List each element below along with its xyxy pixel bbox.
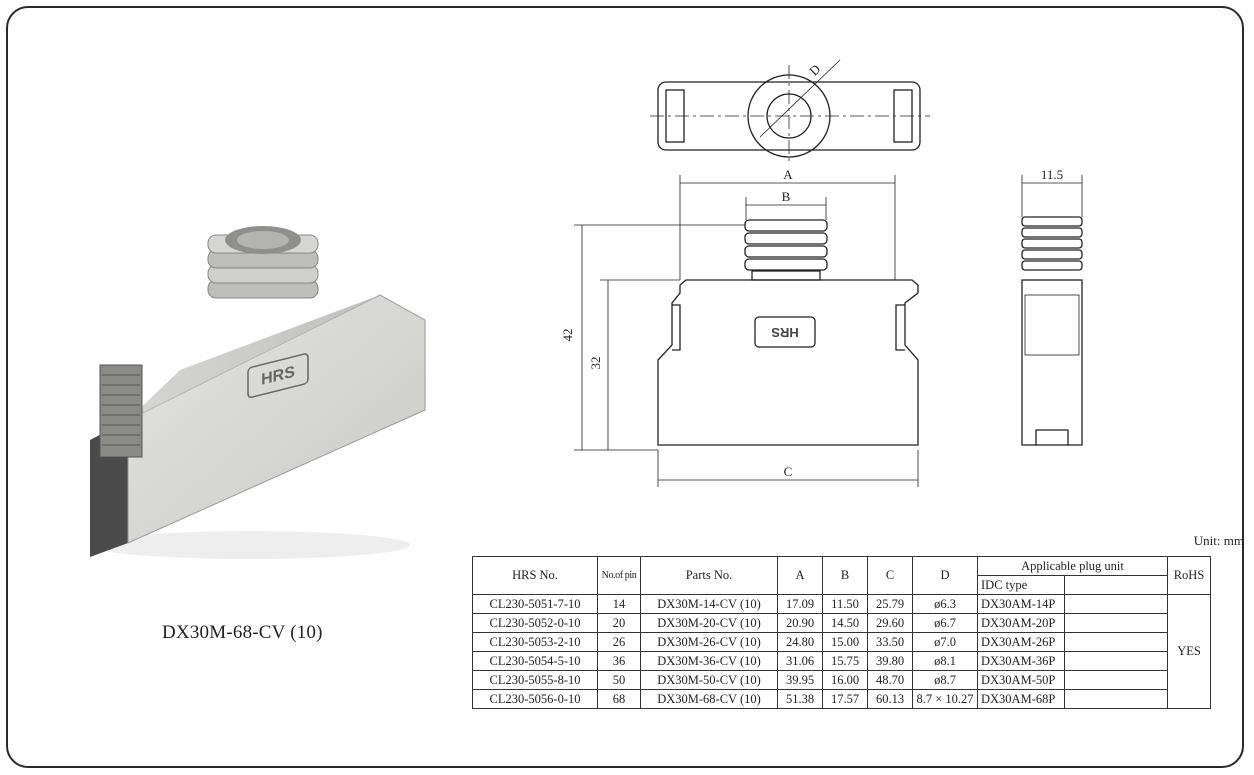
cell-parts-no: DX30M-68-CV (10) [640, 689, 778, 709]
cell-a: 31.06 [777, 651, 823, 671]
cell-a: 51.38 [777, 689, 823, 709]
cell-d: ø6.3 [912, 594, 978, 614]
cell-b: 15.75 [822, 651, 868, 671]
cell-blank [1064, 594, 1168, 614]
cell-c: 48.70 [867, 670, 913, 690]
cell-a: 20.90 [777, 613, 823, 633]
cell-hrs-no: CL230-5053-2-10 [472, 632, 598, 652]
cell-parts-no: DX30M-20-CV (10) [640, 613, 778, 633]
cell-rohs: YES [1167, 594, 1211, 709]
header-parts-no: Parts No. [640, 556, 778, 595]
dim-height-total: 42 [560, 329, 575, 342]
cell-d: ø6.7 [912, 613, 978, 633]
dim-side-width: 11.5 [1041, 167, 1063, 182]
cell-c: 29.60 [867, 613, 913, 633]
cell-idc: DX30AM-20P [977, 613, 1065, 633]
cell-d: 8.7 × 10.27 [912, 689, 978, 709]
header-b: B [822, 556, 868, 595]
cell-c: 39.80 [867, 651, 913, 671]
cell-b: 16.00 [822, 670, 868, 690]
cell-hrs-no: CL230-5054-5-10 [472, 651, 598, 671]
cell-pins: 26 [597, 632, 641, 652]
cell-c: 25.79 [867, 594, 913, 614]
cell-parts-no: DX30M-14-CV (10) [640, 594, 778, 614]
header-c: C [867, 556, 913, 595]
cell-c: 60.13 [867, 689, 913, 709]
cell-hrs-no: CL230-5055-8-10 [472, 670, 598, 690]
product-caption: DX30M-68-CV (10) [162, 622, 323, 643]
cell-idc: DX30AM-26P [977, 632, 1065, 652]
cable-boss [207, 226, 319, 299]
top-view [650, 59, 930, 165]
header-rohs: RoHS [1167, 556, 1211, 595]
cell-b: 11.50 [822, 594, 868, 614]
cell-blank [1064, 632, 1168, 652]
cell-blank [1064, 670, 1168, 690]
cell-a: 24.80 [777, 632, 823, 652]
header-idc: IDC type [977, 575, 1065, 595]
cell-c: 33.50 [867, 632, 913, 652]
cell-hrs-no: CL230-5056-0-10 [472, 689, 598, 709]
cell-b: 17.57 [822, 689, 868, 709]
cell-idc: DX30AM-68P [977, 689, 1065, 709]
cell-b: 15.00 [822, 632, 868, 652]
dim-b-label: B [782, 189, 791, 204]
side-view [1021, 175, 1083, 446]
cell-pins: 14 [597, 594, 641, 614]
cell-pins: 20 [597, 613, 641, 633]
cell-idc: DX30AM-14P [977, 594, 1065, 614]
cell-pins: 50 [597, 670, 641, 690]
header-d: D [912, 556, 978, 595]
cell-idc: DX30AM-50P [977, 670, 1065, 690]
cell-d: ø8.7 [912, 670, 978, 690]
header-hrs-no: HRS No. [472, 556, 598, 595]
dim-a-label: A [783, 167, 793, 182]
cell-parts-no: DX30M-26-CV (10) [640, 632, 778, 652]
cell-parts-no: DX30M-36-CV (10) [640, 651, 778, 671]
header-pins: No.of pin [597, 556, 641, 595]
cell-b: 14.50 [822, 613, 868, 633]
spec-table: HRS No. No.of pin Parts No. A B C D Appl… [472, 556, 1211, 709]
cell-pins: 68 [597, 689, 641, 709]
technical-drawing: A B C D 42 32 11.5 HRS [560, 59, 1083, 487]
cell-a: 17.09 [777, 594, 823, 614]
cell-hrs-no: CL230-5051-7-10 [472, 594, 598, 614]
dim-height-body: 32 [588, 357, 603, 370]
dim-c-label: C [784, 464, 793, 479]
front-view [657, 219, 919, 446]
cell-d: ø7.0 [912, 632, 978, 652]
header-blank [1064, 575, 1168, 595]
cell-idc: DX30AM-36P [977, 651, 1065, 671]
cell-blank [1064, 651, 1168, 671]
drawing-logo: HRS [771, 325, 799, 340]
cell-d: ø8.1 [912, 651, 978, 671]
dimension-lines [574, 175, 919, 487]
cell-blank [1064, 613, 1168, 633]
cell-blank [1064, 689, 1168, 709]
cell-a: 39.95 [777, 670, 823, 690]
page-frame [6, 6, 1244, 768]
header-applicable: Applicable plug unit [977, 556, 1168, 576]
dim-d-label: D [806, 61, 823, 78]
product-photo: HRS [90, 226, 426, 559]
cell-hrs-no: CL230-5052-0-10 [472, 613, 598, 633]
cell-parts-no: DX30M-50-CV (10) [640, 670, 778, 690]
cell-pins: 36 [597, 651, 641, 671]
header-a: A [777, 556, 823, 595]
unit-note: Unit: mm [1193, 533, 1244, 548]
